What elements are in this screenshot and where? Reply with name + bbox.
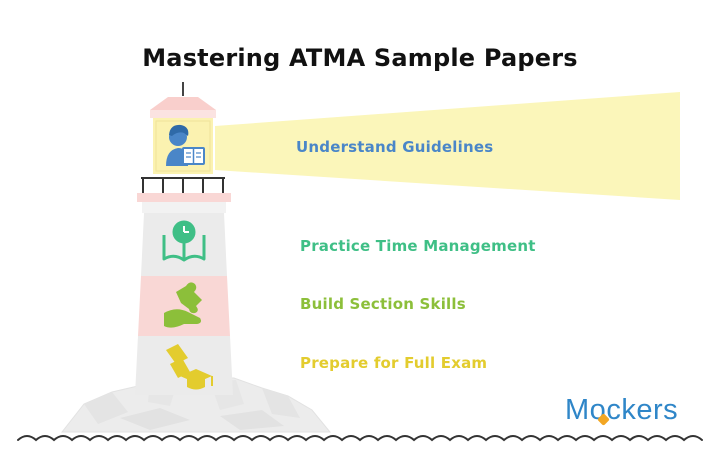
step-understand-guidelines: Understand Guidelines <box>296 138 494 156</box>
clock-book-icon <box>162 220 206 262</box>
puzzle-hand-icon <box>164 282 202 328</box>
tower-top-band <box>142 202 226 213</box>
logo-o-with-pencil: o <box>590 394 611 427</box>
person-reading-icon <box>166 124 205 166</box>
roof <box>150 97 216 110</box>
logo-text-end: ckers <box>606 394 679 426</box>
wave-line <box>17 435 703 442</box>
lantern-cap <box>150 110 216 118</box>
gallery-railing <box>141 177 225 193</box>
logo-text-start: M <box>565 394 590 426</box>
light-beam <box>215 92 680 200</box>
graduation-books-icon <box>166 344 213 390</box>
step-practice-time-management: Practice Time Management <box>300 237 536 255</box>
rocks <box>60 377 332 433</box>
gallery-base <box>137 193 231 202</box>
page-title: Mastering ATMA Sample Papers <box>142 44 578 72</box>
tower-band-2 <box>138 276 230 336</box>
step-prepare-full-exam: Prepare for Full Exam <box>300 354 488 372</box>
step-build-section-skills: Build Section Skills <box>300 295 466 313</box>
